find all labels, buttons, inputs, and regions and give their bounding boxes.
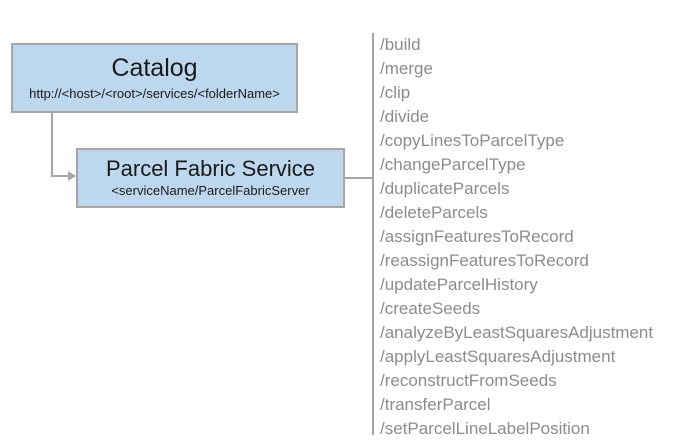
operation-list-item[interactable]: /build — [380, 35, 421, 54]
catalog-node: Catalog http://<host>/<root>/services/<f… — [11, 43, 298, 113]
operations-list: /build/merge/clip/divide/copyLinesToParc… — [380, 33, 680, 441]
parcel-fabric-service-subtitle: <serviceName/ParcelFabricServer — [111, 183, 310, 199]
operation-list-item[interactable]: /copyLinesToParcelType — [380, 131, 565, 150]
parcel-fabric-service-node: Parcel Fabric Service <serviceName/Parce… — [76, 148, 345, 208]
connector-horizontal-segment — [51, 175, 70, 177]
operation-list-item[interactable]: /deleteParcels — [380, 203, 488, 222]
operation-list-item[interactable]: /reconstructFromSeeds — [380, 371, 557, 390]
connector-arrowhead-icon — [68, 171, 76, 181]
operation-list-item[interactable]: /merge — [380, 59, 433, 78]
operation-list-item[interactable]: /clip — [380, 83, 411, 102]
operation-list-item[interactable]: /transferParcel — [380, 395, 491, 414]
operations-rail-divider — [372, 33, 374, 435]
operation-list-item[interactable]: /setParcelLineLabelPosition — [380, 419, 590, 438]
operation-list-item[interactable]: /assignFeaturesToRecord — [380, 227, 574, 246]
catalog-node-subtitle: http://<host>/<root>/services/<folderNam… — [29, 86, 280, 102]
operation-list-item[interactable]: /divide — [380, 107, 430, 126]
parcel-fabric-service-title: Parcel Fabric Service — [105, 156, 316, 182]
operation-list-item[interactable]: /applyLeastSquaresAdjustment — [380, 347, 616, 366]
connector-vertical-segment — [51, 112, 53, 177]
operation-list-item[interactable]: /createSeeds — [380, 299, 481, 318]
catalog-node-title: Catalog — [111, 53, 198, 82]
operation-list-item[interactable]: /reassignFeaturesToRecord — [380, 251, 589, 270]
connector-stub-to-operations — [345, 177, 373, 179]
operation-list-item[interactable]: /duplicateParcels — [380, 179, 510, 198]
operation-list-item[interactable]: /updateParcelHistory — [380, 275, 538, 294]
operation-list-item[interactable]: /changeParcelType — [380, 155, 526, 174]
operation-list-item[interactable]: /analyzeByLeastSquaresAdjustment — [380, 323, 654, 342]
